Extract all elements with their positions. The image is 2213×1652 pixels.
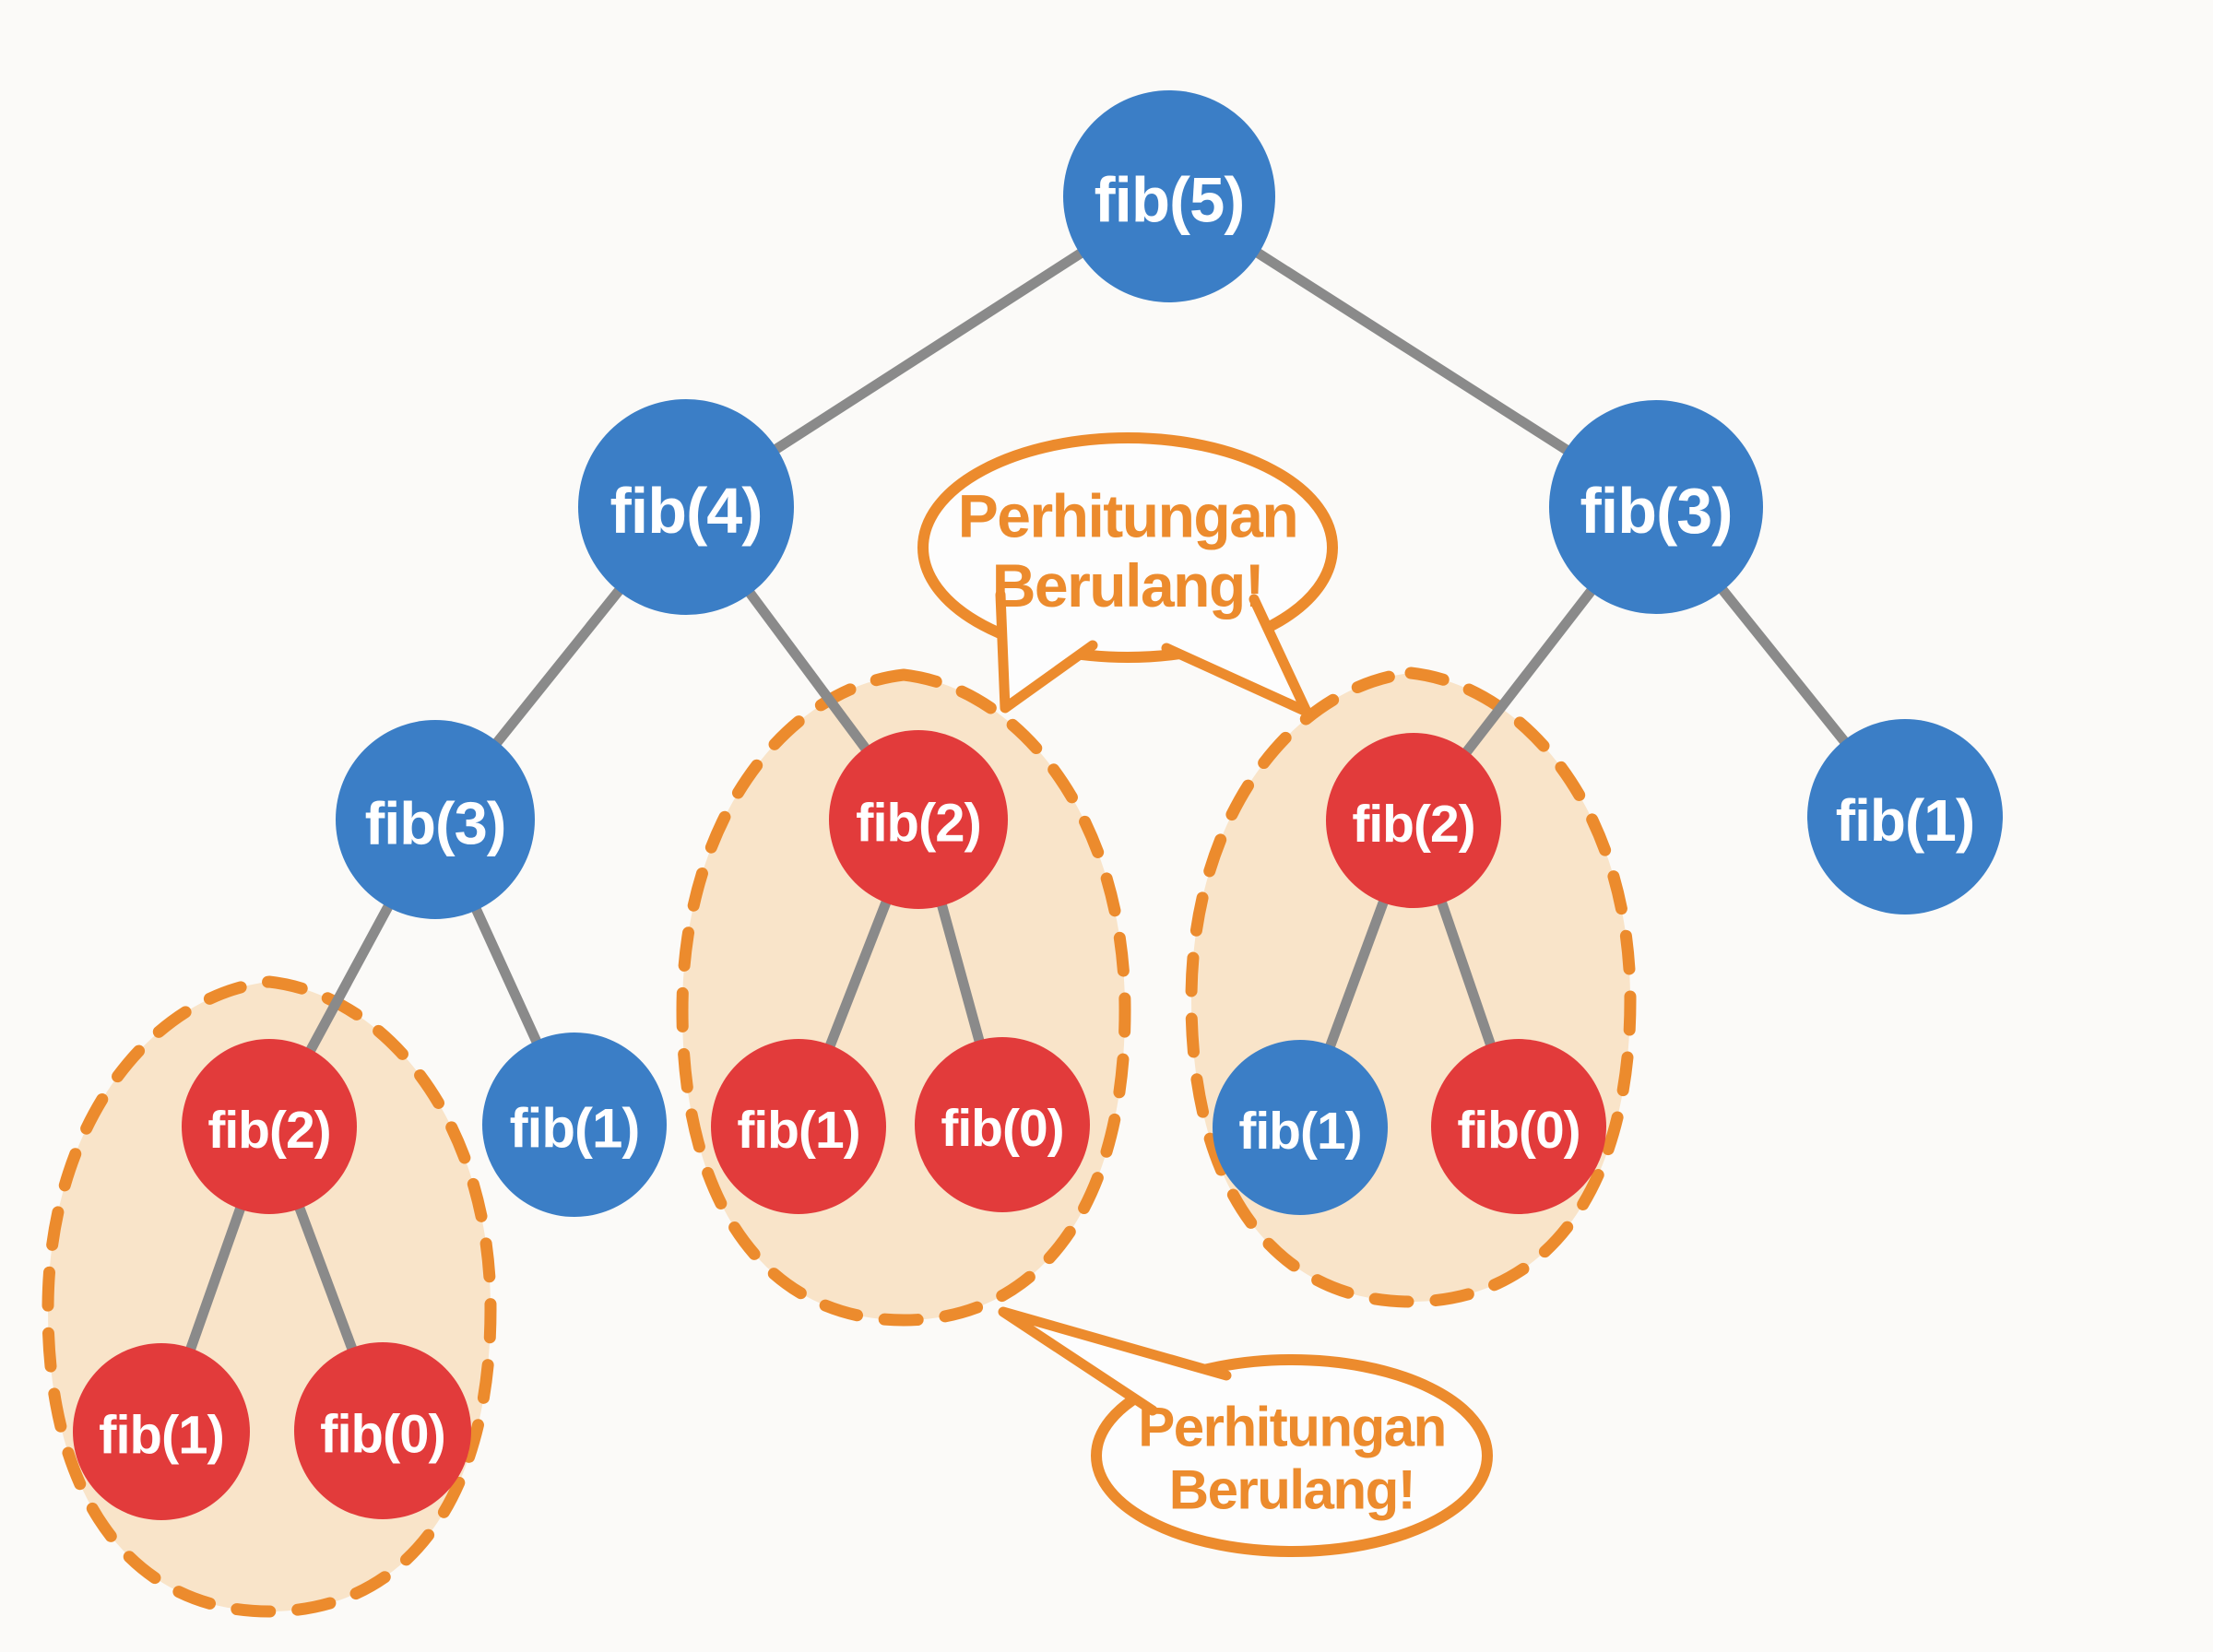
tree-node-fib0-bottomleft: fib(0) — [294, 1342, 471, 1519]
tree-node-fib4: fib(4) — [578, 399, 794, 615]
tree-node-fib1-mid: fib(1) — [711, 1039, 886, 1214]
node-label-fib5: fib(5) — [1095, 165, 1245, 236]
tree-node-fib2-right: fib(2) — [1326, 733, 1501, 908]
top-callout-bubble — [917, 432, 1338, 663]
node-label-fib1-rightmost: fib(1) — [1836, 787, 1974, 854]
top-callout-text-line-2: Berulang! — [992, 551, 1264, 620]
blue-node-circle-fib3-right — [1549, 400, 1763, 614]
node-label-fib2-left: fib(2) — [207, 1101, 330, 1160]
top-callout-tail-0 — [995, 589, 1098, 714]
blue-node-circle-fib1-left-blue — [482, 1032, 667, 1217]
node-label-fib1-right-blue: fib(1) — [1238, 1102, 1361, 1161]
node-label-fib1-left-blue: fib(1) — [510, 1098, 640, 1160]
tree-node-fib0-mid: fib(0) — [915, 1037, 1090, 1212]
node-label-fib0-right: fib(0) — [1457, 1101, 1580, 1160]
node-label-fib3-left: fib(3) — [365, 790, 506, 857]
red-node-circle-fib0-right — [1431, 1039, 1606, 1214]
tree-node-fib3-left: fib(3) — [336, 720, 535, 919]
node-label-fib0-bottomleft: fib(0) — [320, 1405, 445, 1465]
red-node-circle-fib0-bottomleft — [294, 1342, 471, 1519]
node-label-fib2-right: fib(2) — [1352, 795, 1474, 854]
bottom-callout-text-line-2: Berulang! — [1169, 1459, 1415, 1521]
tree-node-fib1-right-blue: fib(1) — [1213, 1040, 1388, 1215]
blue-node-circle-fib5 — [1063, 90, 1275, 302]
tree-node-fib1-left-blue: fib(1) — [482, 1032, 667, 1217]
tree-node-fib2-mid: fib(2) — [829, 730, 1008, 909]
top-callout-tail-1 — [1161, 594, 1312, 717]
blue-node-circle-fib3-left — [336, 720, 535, 919]
tree-node-fib1-rightmost: fib(1) — [1807, 719, 2003, 914]
red-node-circle-fib2-right — [1326, 733, 1501, 908]
node-label-fib1-bottomleft: fib(1) — [99, 1406, 224, 1466]
tree-node-fib2-left: fib(2) — [182, 1039, 357, 1214]
red-node-circle-fib2-mid — [829, 730, 1008, 909]
blue-node-circle-fib1-rightmost — [1807, 719, 2003, 914]
tree-node-fib3-right: fib(3) — [1549, 400, 1763, 614]
tree-node-fib1-bottomleft: fib(1) — [73, 1343, 250, 1520]
tree-node-fib5: fib(5) — [1063, 90, 1275, 302]
tree-node-fib0-right: fib(0) — [1431, 1039, 1606, 1214]
bottom-callout-tail-0 — [998, 1306, 1232, 1416]
top-callout-text-line-1: Perhitungan — [958, 482, 1298, 550]
red-node-circle-fib1-bottomleft — [73, 1343, 250, 1520]
red-node-circle-fib0-mid — [915, 1037, 1090, 1212]
node-label-fib3-right: fib(3) — [1580, 475, 1732, 547]
red-node-circle-fib2-left — [182, 1039, 357, 1214]
node-label-fib0-mid: fib(0) — [941, 1099, 1063, 1158]
bottom-callout-bubble — [1091, 1354, 1493, 1557]
node-label-fib1-mid: fib(1) — [737, 1101, 859, 1160]
red-node-circle-fib1-mid — [711, 1039, 886, 1214]
node-label-fib2-mid: fib(2) — [856, 794, 981, 854]
blue-node-circle-fib4 — [578, 399, 794, 615]
blue-node-circle-fib1-right-blue — [1213, 1040, 1388, 1215]
bottom-callout-text-line-1: Perhitungan — [1138, 1396, 1446, 1457]
node-label-fib4: fib(4) — [609, 475, 762, 547]
